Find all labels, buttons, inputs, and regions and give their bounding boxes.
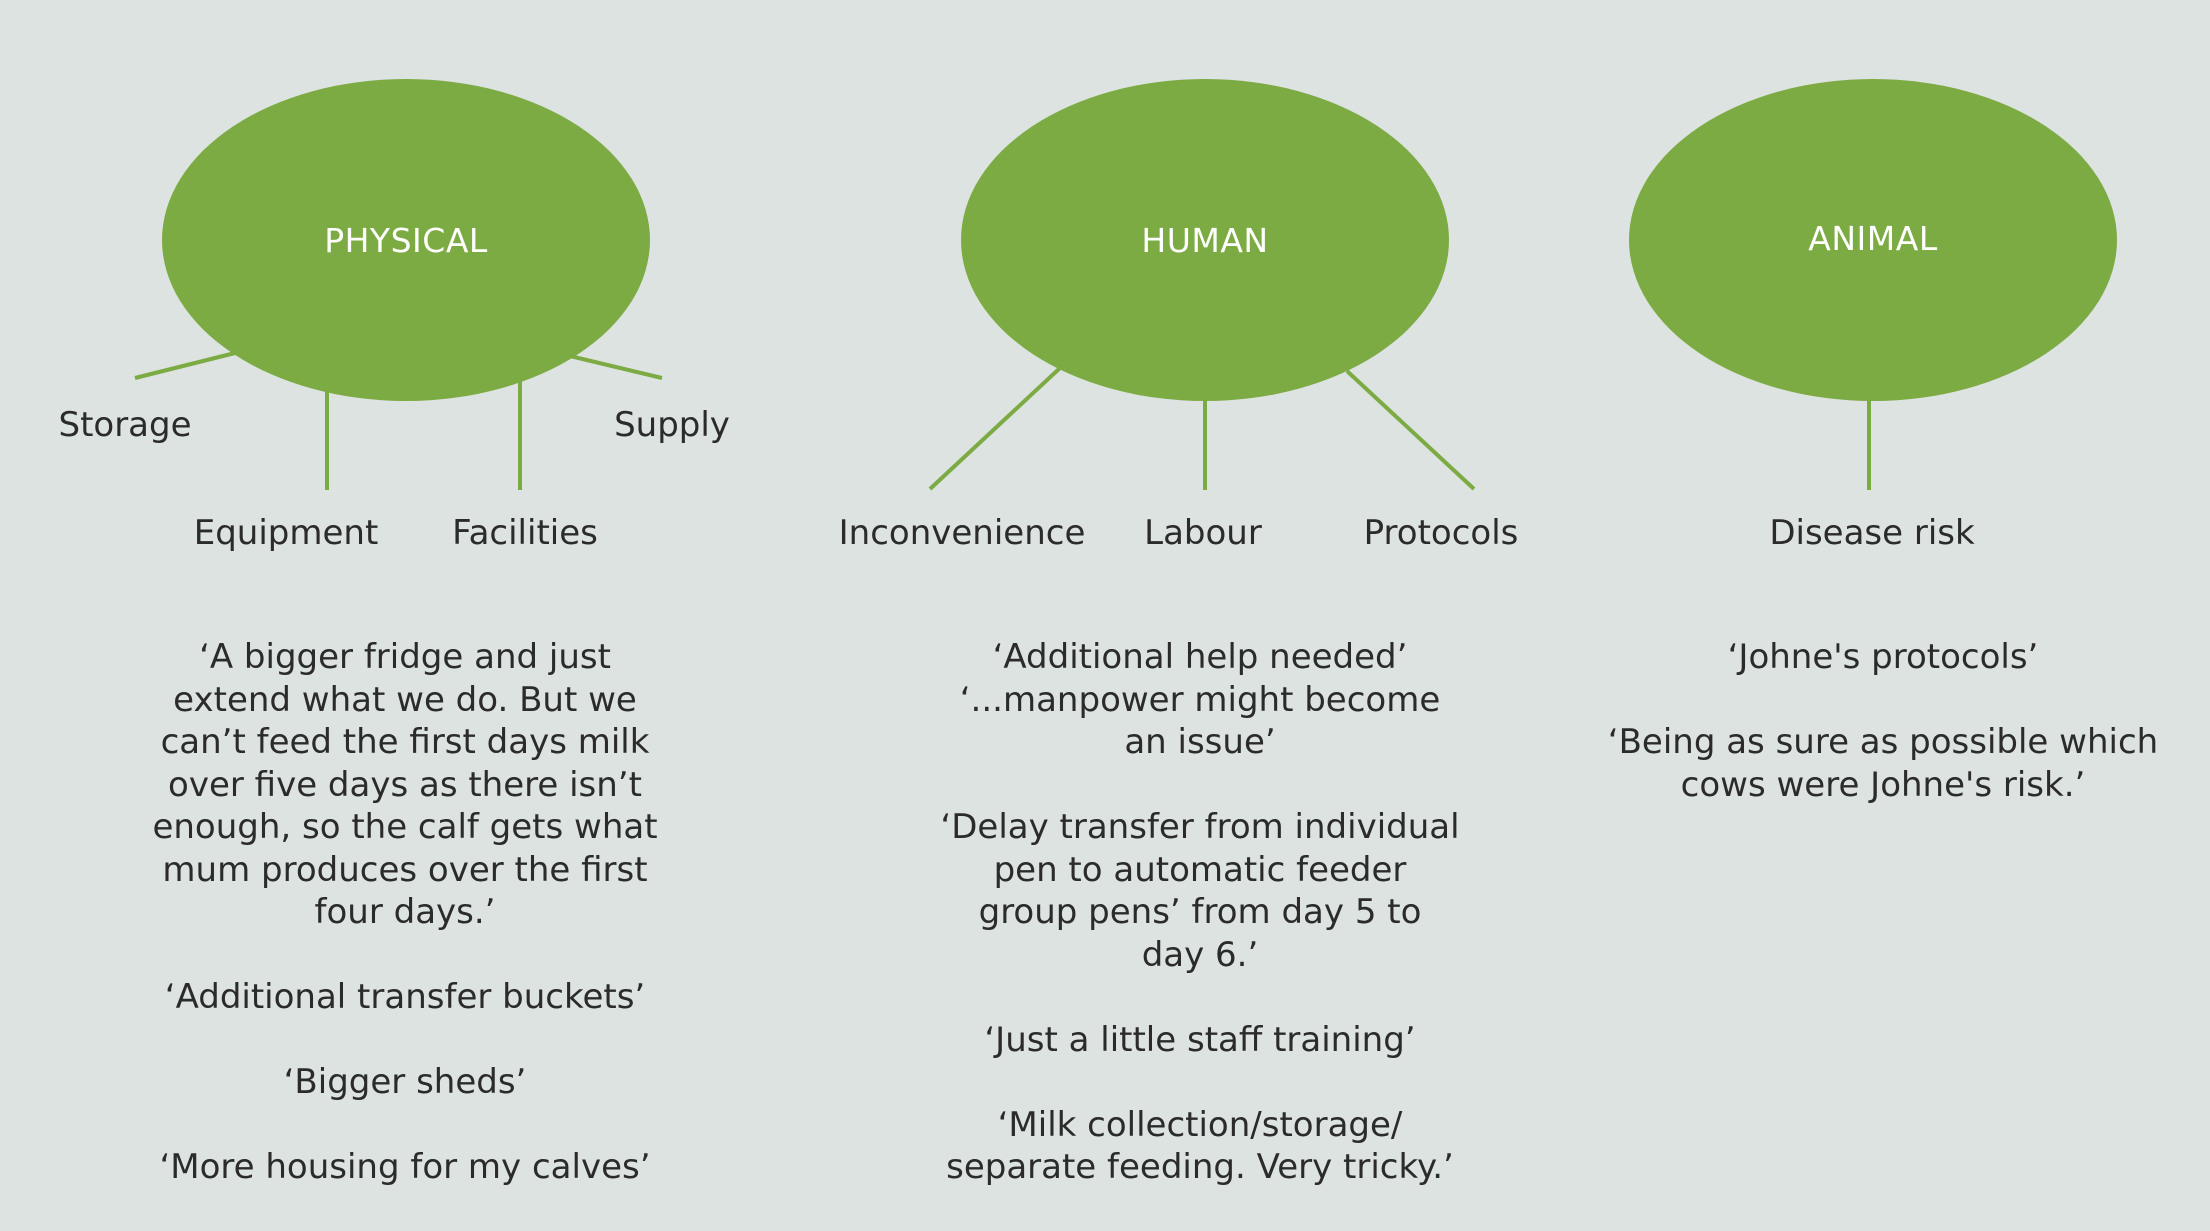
connector-inconvenience (928, 366, 1062, 491)
quote: ‘More housing for my calves’ (125, 1146, 685, 1189)
quote: ‘Johne's protocols’ (1603, 636, 2163, 679)
quote: ‘Additional transfer buckets’ (125, 976, 685, 1019)
quote-line: ‘Just a little staff training’ (984, 1019, 1416, 1060)
quote: ‘Just a little staff training’ (920, 1019, 1480, 1062)
branch-supply: Supply (614, 405, 730, 445)
quote-line: ‘A bigger fridge and just (199, 637, 611, 677)
quote-line: ‘Additional help needed’ (992, 637, 1408, 677)
branch-inconvenience: Inconvenience (838, 513, 1086, 553)
quote-line: mum produces over the first (162, 849, 648, 890)
branch-storage: Storage (58, 405, 192, 445)
quote-line: enough, so the calf gets what (152, 807, 658, 847)
quote-line: ‘Milk collection/storage/ (997, 1104, 1403, 1145)
quote-line: day 6.’ (1141, 934, 1259, 975)
human-node (961, 79, 1449, 401)
branch-labour: Labour (1144, 513, 1262, 553)
branch-facilities: Facilities (452, 513, 598, 553)
quote-line: ‘...manpower might become (959, 679, 1441, 720)
connector-storage (134, 351, 236, 380)
quote-line: can’t feed the first days milk (160, 722, 650, 762)
quote-line: pen to automatic feeder (993, 849, 1407, 890)
branch-protocols: Protocols (1363, 513, 1519, 553)
human-quotes: ‘Additional help needed’‘...manpower mig… (920, 636, 1480, 1231)
quote-line: separate feeding. Very tricky.’ (946, 1147, 1454, 1187)
quote: ‘Milk collection/storage/separate feedin… (920, 1104, 1480, 1189)
quote-line: group pens’ from day 5 to (978, 892, 1422, 932)
quote-line: ‘Being as sure as possible which (1607, 722, 2159, 762)
physical-title: PHYSICAL (324, 221, 488, 260)
quote-line: extend what we do. But we (173, 679, 637, 720)
quote-line: ‘More housing for my calves’ (159, 1147, 651, 1187)
quote-line: ‘Johne's protocols’ (1727, 637, 2039, 677)
quote: ‘Bigger sheds’ (125, 1061, 685, 1104)
animal-node (1629, 79, 2117, 401)
quote-line: ‘Delay transfer from individual (940, 807, 1460, 847)
quote-line: over five days as there isn’t (168, 764, 642, 805)
quote: ‘Additional help needed’‘...manpower mig… (920, 636, 1480, 764)
animal-title: ANIMAL (1808, 219, 1938, 258)
connectors (134, 351, 1871, 491)
human-title: HUMAN (1141, 221, 1269, 260)
quote-line: ‘Additional transfer buckets’ (164, 977, 646, 1017)
quote-line: cows were Johne's risk.’ (1680, 764, 2086, 805)
quote-line: four days.’ (314, 892, 496, 932)
branch-disease-risk: Disease risk (1769, 513, 1975, 553)
connector-supply (569, 354, 663, 380)
animal-quotes: ‘Johne's protocols’ ‘Being as sure as pos… (1603, 636, 2163, 849)
quote-line: an issue’ (1124, 722, 1276, 762)
physical-node (162, 79, 650, 401)
connector-protocols (1345, 369, 1476, 491)
quote-line: ‘Bigger sheds’ (283, 1062, 527, 1102)
branch-equipment: Equipment (193, 513, 379, 553)
